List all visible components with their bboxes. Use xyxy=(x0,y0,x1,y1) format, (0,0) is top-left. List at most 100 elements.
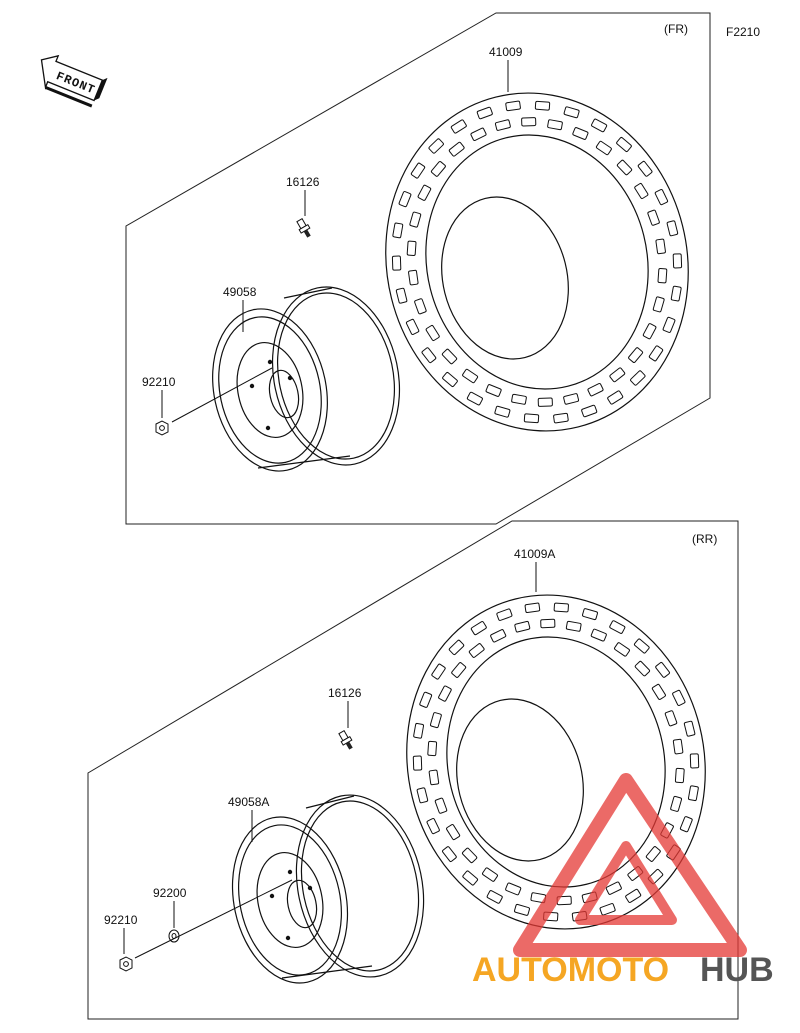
tread-block xyxy=(419,691,433,708)
tread-block xyxy=(547,119,563,131)
tread-block xyxy=(482,867,498,882)
tread-block xyxy=(634,660,651,677)
tread-block xyxy=(614,642,630,657)
tread-block xyxy=(689,753,700,769)
tread-block xyxy=(410,162,426,179)
tread-block xyxy=(429,712,442,729)
front-tag: (FR) xyxy=(664,22,688,36)
tread-block xyxy=(654,189,669,206)
tread-block xyxy=(409,211,422,228)
tread-block xyxy=(476,106,493,120)
rear-wheel xyxy=(231,794,425,984)
tread-block xyxy=(496,608,513,621)
tread-block xyxy=(582,608,598,621)
front-valve-label: 16126 xyxy=(286,175,320,189)
tread-block xyxy=(670,285,682,302)
front-tire-label: 41009 xyxy=(489,45,523,59)
tread-block xyxy=(421,347,437,364)
tread-block xyxy=(553,412,569,424)
diagram-code: F2210 xyxy=(726,25,760,39)
tread-block xyxy=(683,720,696,737)
tread-block xyxy=(486,890,503,904)
tread-block xyxy=(466,391,483,406)
tread-block xyxy=(534,100,551,111)
tread-block xyxy=(664,710,678,727)
tread-block xyxy=(590,628,607,642)
tread-block xyxy=(628,347,644,363)
tread-block xyxy=(524,602,541,614)
tread-block xyxy=(595,140,612,156)
tread-block xyxy=(605,881,622,895)
tread-block xyxy=(616,137,632,152)
tread-block xyxy=(634,183,649,199)
tread-block xyxy=(446,824,461,841)
tread-block xyxy=(485,384,502,397)
tread-block xyxy=(572,127,589,140)
tread-block xyxy=(674,767,685,784)
tread-block xyxy=(670,795,683,812)
tread-block xyxy=(505,100,521,112)
tread-block xyxy=(672,689,686,706)
tread-block xyxy=(616,159,633,176)
tread-block xyxy=(591,118,608,133)
tread-block xyxy=(414,298,427,315)
tread-block xyxy=(523,413,540,424)
front-wheel xyxy=(212,286,401,472)
tire-tread-blocks xyxy=(412,602,700,922)
tread-block xyxy=(607,390,624,405)
front-panel-border xyxy=(125,12,711,525)
tread-block xyxy=(441,348,458,365)
tread-block xyxy=(450,119,467,134)
tread-block xyxy=(514,903,530,916)
tread-block xyxy=(666,220,679,237)
tread-block xyxy=(412,755,423,771)
rear-tag: (RR) xyxy=(692,532,717,546)
tread-block xyxy=(413,722,425,739)
tread-block xyxy=(494,405,511,418)
tread-block xyxy=(425,325,440,341)
tread-block xyxy=(630,370,646,386)
front-nut-icon xyxy=(155,420,169,436)
tread-block xyxy=(514,620,531,633)
tread-block xyxy=(398,191,412,208)
front-arrow-icon: FRONT xyxy=(40,54,108,108)
rear-nut-label: 92210 xyxy=(104,913,138,927)
tread-block xyxy=(434,797,448,814)
tread-block xyxy=(565,620,582,632)
tread-block xyxy=(462,870,479,886)
tread-block xyxy=(625,888,642,903)
tread-block xyxy=(521,117,537,127)
front-nut-label: 92210 xyxy=(142,375,176,389)
tread-block xyxy=(408,269,419,286)
tread-block xyxy=(511,393,527,405)
tread-block xyxy=(672,253,683,269)
tread-block xyxy=(647,209,660,226)
tread-block xyxy=(609,620,626,634)
tread-block xyxy=(461,847,478,864)
tread-block xyxy=(642,323,657,340)
tread-block xyxy=(430,161,446,177)
rear-washer-label: 92200 xyxy=(153,886,187,900)
rear-tire-label: 41009A xyxy=(514,547,555,561)
front-valve-icon xyxy=(296,218,311,238)
tread-block xyxy=(426,818,440,835)
rear-valve-label: 16126 xyxy=(328,686,362,700)
tread-block xyxy=(609,367,626,383)
tread-block xyxy=(537,397,553,407)
tread-block xyxy=(468,643,485,658)
tread-block xyxy=(563,393,580,405)
rear-valve-icon xyxy=(338,730,353,750)
tread-block xyxy=(442,846,457,862)
rear-panel-border xyxy=(87,520,739,1020)
watermark-triangle-icon xyxy=(513,773,747,957)
tread-block xyxy=(448,639,465,656)
tread-block xyxy=(442,372,458,387)
tread-block xyxy=(651,683,666,700)
tread-block xyxy=(417,184,432,201)
tread-block xyxy=(637,160,653,177)
tread-block xyxy=(662,316,676,333)
tread-block xyxy=(655,662,670,678)
tread-block xyxy=(391,255,402,271)
tread-block xyxy=(462,368,479,384)
